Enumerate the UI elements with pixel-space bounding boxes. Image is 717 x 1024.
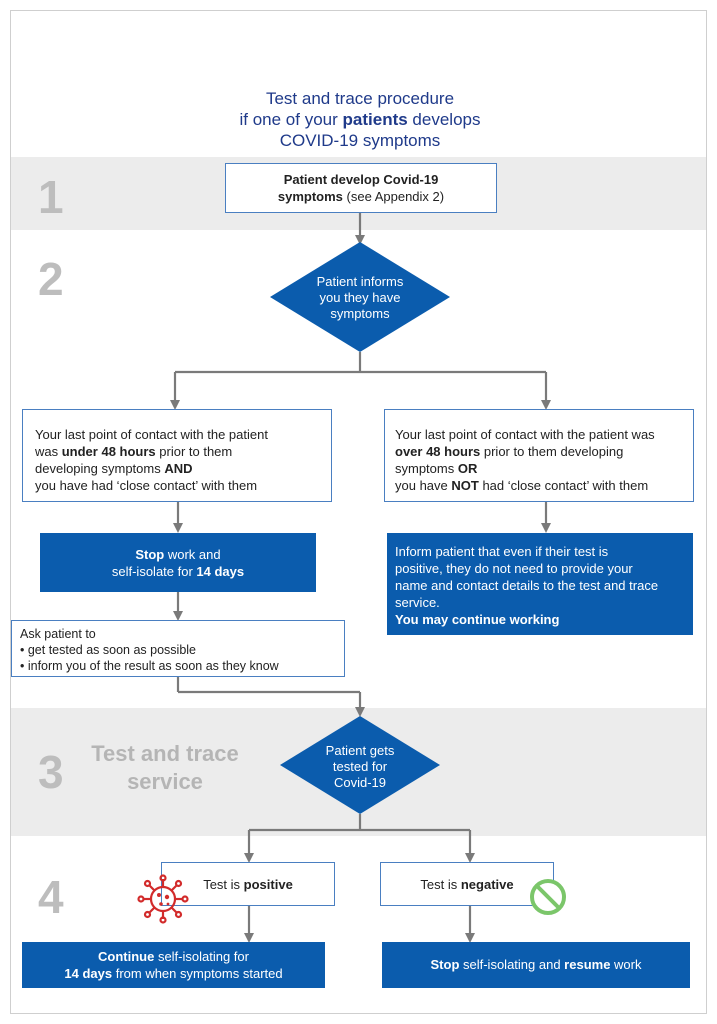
no-entry-icon	[530, 879, 566, 915]
page-frame	[10, 10, 707, 1014]
ask-patient-box: Ask patient to • get tested as soon as p…	[11, 620, 345, 677]
step-number-1: 1	[38, 171, 64, 223]
test-negative-box: Test is negative	[380, 862, 554, 906]
title-line-1: Test and trace procedure	[265, 89, 455, 108]
page-title: Test and trace procedure if one of your …	[160, 88, 560, 151]
symptoms-box: Patient develop Covid-19 symptoms (see A…	[225, 163, 497, 213]
step-number-4: 4	[38, 871, 64, 923]
step-number-2: 2	[38, 253, 64, 305]
diamond-tested-text: Patient gets tested for Covid-19	[325, 743, 395, 790]
continue-isolating-box: Continue self-isolating for 14 days from…	[22, 942, 325, 988]
diamond-symptoms-text: Patient informs you they have symptoms	[316, 274, 404, 321]
resume-work-box: Stop self-isolating and resume work	[382, 942, 690, 988]
title-line-2: if one of your patients develops	[239, 110, 481, 129]
under-48-hours-box: Your last point of contact with the pati…	[22, 409, 332, 502]
test-positive-box: Test is positive	[161, 862, 335, 906]
decision-diamond-symptoms	[270, 242, 450, 352]
over-48-hours-box: Your last point of contact with the pati…	[384, 409, 694, 502]
virus-icon	[137, 874, 189, 924]
inform-patient-box: Inform patient that even if their test i…	[387, 533, 693, 635]
step-3-label: Test and trace service	[91, 741, 239, 794]
title-line-3: COVID-19 symptoms	[279, 131, 441, 150]
stop-work-box: Stop work and self-isolate for 14 days	[40, 533, 316, 592]
decision-diamond-tested	[280, 716, 440, 814]
step-number-3: 3	[38, 746, 64, 798]
